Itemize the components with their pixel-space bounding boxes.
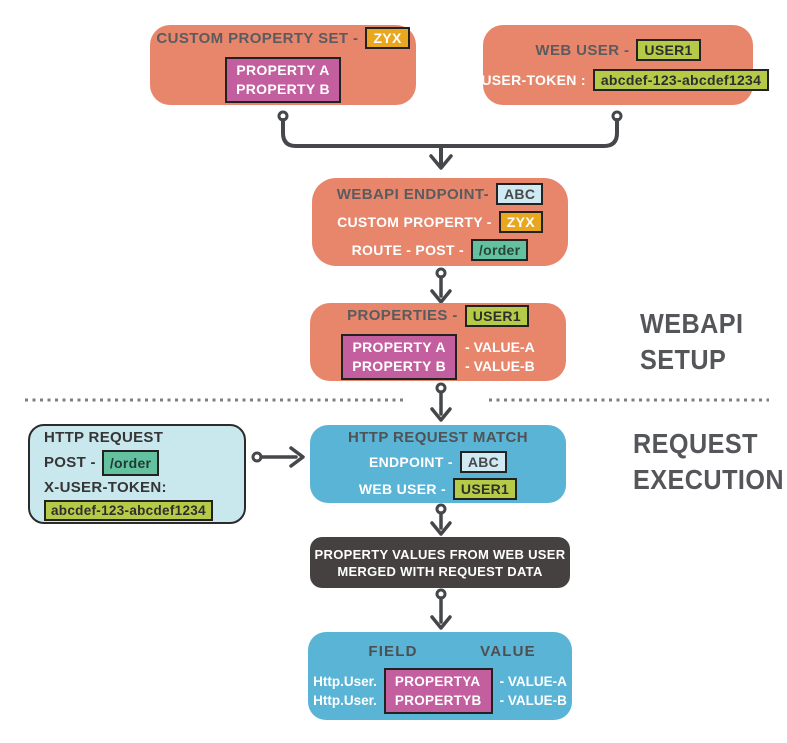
arrow-request-to-match: [251, 446, 305, 468]
property-b-label: PROPERTY B: [352, 357, 447, 374]
property-list-badge: PROPERTY A PROPERTY B: [225, 57, 341, 103]
webapi-setup-label-line2: SETUP: [640, 344, 727, 375]
web-user-label: WEB USER -: [358, 480, 446, 497]
field-value-column: - VALUE-A - VALUE-B: [500, 672, 567, 710]
properties-box: PROPERTIES - USER1 PROPERTY A PROPERTY B…: [310, 303, 566, 381]
route-badge: /order: [101, 449, 160, 476]
webapi-setup-label: WEBAPI SETUP: [640, 306, 744, 378]
property-b-label: PROPERTY B: [236, 81, 330, 97]
value-b-label: - VALUE-B: [465, 357, 535, 374]
arrow-merge-to-table: [430, 588, 452, 630]
web-user-title: WEB USER -: [535, 41, 630, 59]
field-value: - VALUE-A: [499, 674, 567, 689]
custom-property-badge: ZYX: [498, 211, 543, 233]
properties-values-row: PROPERTY A PROPERTY B - VALUE-A - VALUE-…: [341, 333, 535, 380]
field-prefix: Http.User.: [313, 693, 377, 708]
properties-title-line: PROPERTIES - USER1: [347, 304, 529, 327]
token-value-badge: abcdef-123-abcdef1234: [592, 69, 770, 91]
merge-note-text: PROPERTY VALUES FROM WEB USER MERGED WIT…: [315, 546, 566, 580]
endpoint-title-line: WEBAPI ENDPOINT- ABC: [336, 183, 544, 205]
value-header: VALUE: [480, 643, 536, 660]
custom-property-set-box: CUSTOM PROPERTY SET - ZYX PROPERTY A PRO…: [150, 25, 416, 105]
properties-value-list: - VALUE-A - VALUE-B: [465, 338, 535, 376]
custom-property-label: CUSTOM PROPERTY -: [337, 214, 492, 230]
field-header: FIELD: [368, 643, 418, 660]
arrow-match-to-merge: [430, 503, 452, 536]
merge-connector: [277, 110, 623, 170]
route-label: ROUTE - POST -: [351, 242, 464, 258]
field-name: PROPERTYA: [394, 674, 481, 689]
http-request-token-label: X-USER-TOKEN:: [44, 478, 167, 496]
field-value-box: FIELD VALUE Http.User. Http.User. PROPER…: [308, 632, 572, 720]
web-user-name-badge: USER1: [452, 477, 518, 500]
http-request-method-line: POST - /order: [44, 449, 160, 476]
webapi-setup-label-line1: WEBAPI: [640, 308, 744, 339]
field-name-badge: PROPERTYA PROPERTYB: [383, 668, 493, 714]
field-prefix: Http.User.: [313, 674, 377, 689]
property-a-label: PROPERTY A: [236, 62, 330, 78]
token-label: X-USER-TOKEN :: [466, 72, 586, 88]
merge-note-box: PROPERTY VALUES FROM WEB USER MERGED WIT…: [310, 537, 570, 588]
value-a-label: - VALUE-A: [465, 338, 535, 355]
webapi-endpoint-box: WEBAPI ENDPOINT- ABC CUSTOM PROPERTY - Z…: [312, 178, 568, 266]
arrow-endpoint-to-properties: [430, 267, 452, 304]
web-user-name-badge: USER1: [636, 39, 701, 61]
match-endpoint-line: ENDPOINT - ABC: [368, 450, 508, 473]
endpoint-custom-property-line: CUSTOM PROPERTY - ZYX: [337, 211, 543, 233]
property-set-name-badge: ZYX: [365, 27, 410, 49]
route-badge: /order: [470, 239, 529, 261]
properties-list-badge: PROPERTY A PROPERTY B: [341, 333, 458, 380]
field-table-rows: Http.User. Http.User. PROPERTYA PROPERTY…: [308, 668, 572, 714]
web-user-title-line: WEB USER - USER1: [535, 39, 701, 61]
custom-property-set-title-line: CUSTOM PROPERTY SET - ZYX: [156, 27, 410, 49]
endpoint-name-badge: ABC: [459, 450, 508, 473]
custom-property-set-title: CUSTOM PROPERTY SET -: [156, 29, 359, 47]
properties-user-badge: USER1: [464, 304, 529, 327]
http-request-box: HTTP REQUEST POST - /order X-USER-TOKEN:…: [28, 424, 246, 524]
request-match-title: HTTP REQUEST MATCH: [348, 428, 528, 446]
property-a-label: PROPERTY A: [352, 338, 446, 355]
endpoint-name-badge: ABC: [496, 183, 544, 205]
http-request-match-box: HTTP REQUEST MATCH ENDPOINT - ABC WEB US…: [310, 425, 566, 503]
http-request-title: HTTP REQUEST: [44, 428, 164, 446]
field-value: - VALUE-B: [499, 693, 567, 708]
match-web-user-line: WEB USER - USER1: [358, 477, 518, 500]
web-user-box: WEB USER - USER1 X-USER-TOKEN : abcdef-1…: [467, 25, 770, 105]
method-label: POST -: [44, 453, 96, 471]
web-user-token-line: X-USER-TOKEN : abcdef-123-abcdef1234: [466, 69, 770, 91]
endpoint-label: ENDPOINT -: [368, 453, 453, 470]
endpoint-title: WEBAPI ENDPOINT-: [336, 185, 489, 203]
endpoint-route-line: ROUTE - POST - /order: [352, 239, 529, 261]
properties-title: PROPERTIES -: [347, 307, 458, 324]
merge-note-line1: PROPERTY VALUES FROM WEB USER: [314, 546, 566, 562]
request-execution-label: REQUEST EXECUTION: [633, 426, 784, 498]
field-name: PROPERTYB: [394, 693, 482, 708]
http-request-token-badge: abcdef-123-abcdef1234: [44, 499, 213, 521]
arrow-properties-to-match: [430, 382, 452, 422]
merge-note-line2: MERGED WITH REQUEST DATA: [337, 563, 543, 579]
request-execution-label-line2: EXECUTION: [633, 464, 785, 495]
request-execution-label-line1: REQUEST: [633, 428, 758, 459]
field-prefix-column: Http.User. Http.User.: [313, 672, 377, 710]
